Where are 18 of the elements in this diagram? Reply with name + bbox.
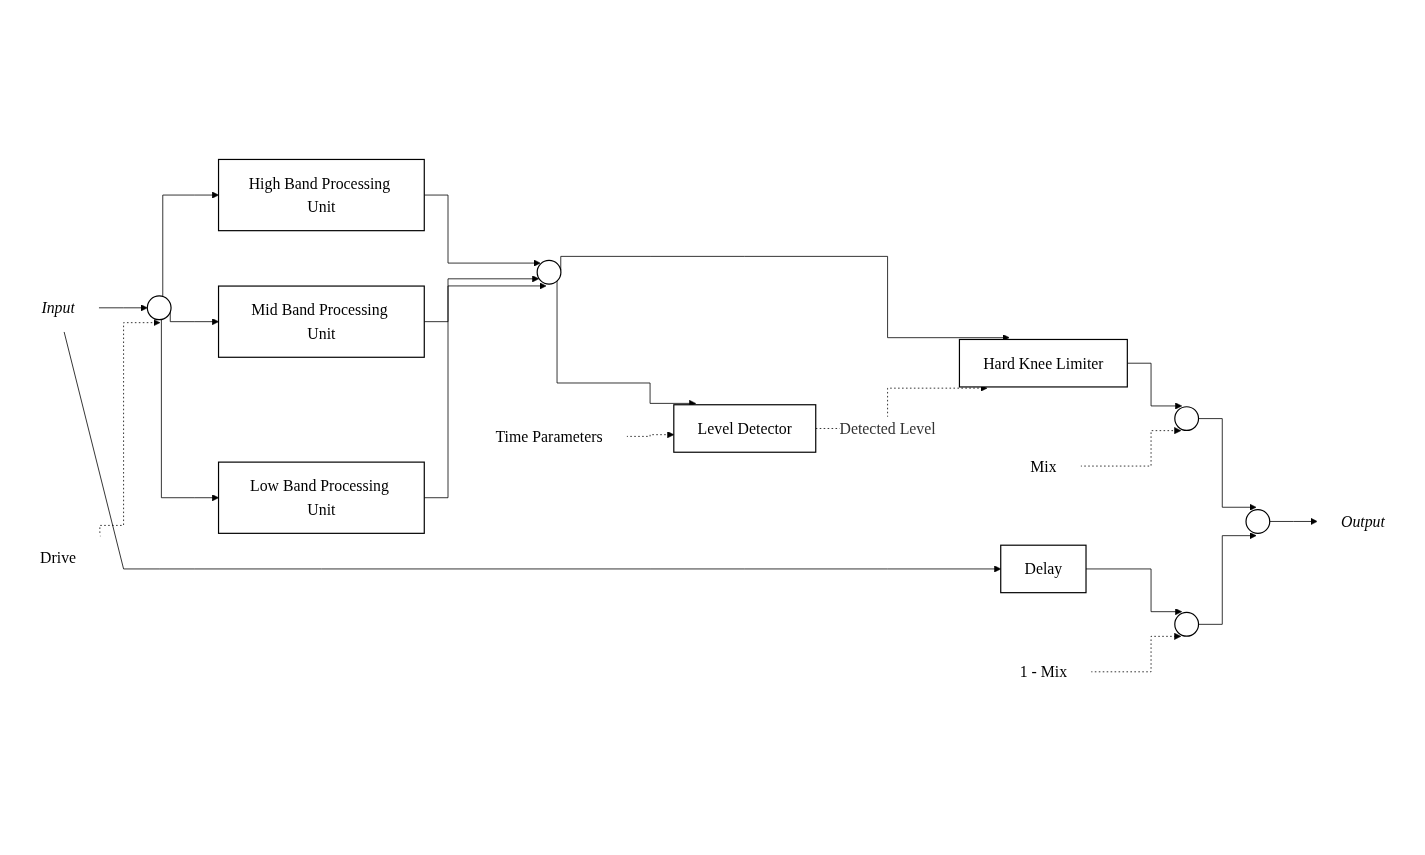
node-box: Level Detector (673, 404, 817, 453)
node-box: Hard Knee Limiter (958, 338, 1128, 388)
node-text: Output (1340, 512, 1385, 531)
node-box: Low Band Processing Unit (217, 461, 425, 534)
edge-label: Detected Level (839, 419, 936, 438)
node-text: 1 - Mix (1019, 663, 1068, 681)
node-box: High Band Processing Unit (217, 158, 425, 232)
node-circle (1174, 406, 1200, 432)
node-circle (536, 259, 562, 285)
node-box: Delay (1000, 544, 1087, 594)
node-circle (1174, 611, 1200, 637)
node-circle (146, 295, 172, 321)
node-box: Mid Band Processing Unit (217, 285, 425, 358)
node-text: Drive (40, 548, 77, 566)
node-text: Time Parameters (495, 427, 603, 446)
node-text: Input (41, 299, 75, 317)
node-circle (1245, 509, 1271, 534)
node-text: Mix (1030, 457, 1057, 475)
